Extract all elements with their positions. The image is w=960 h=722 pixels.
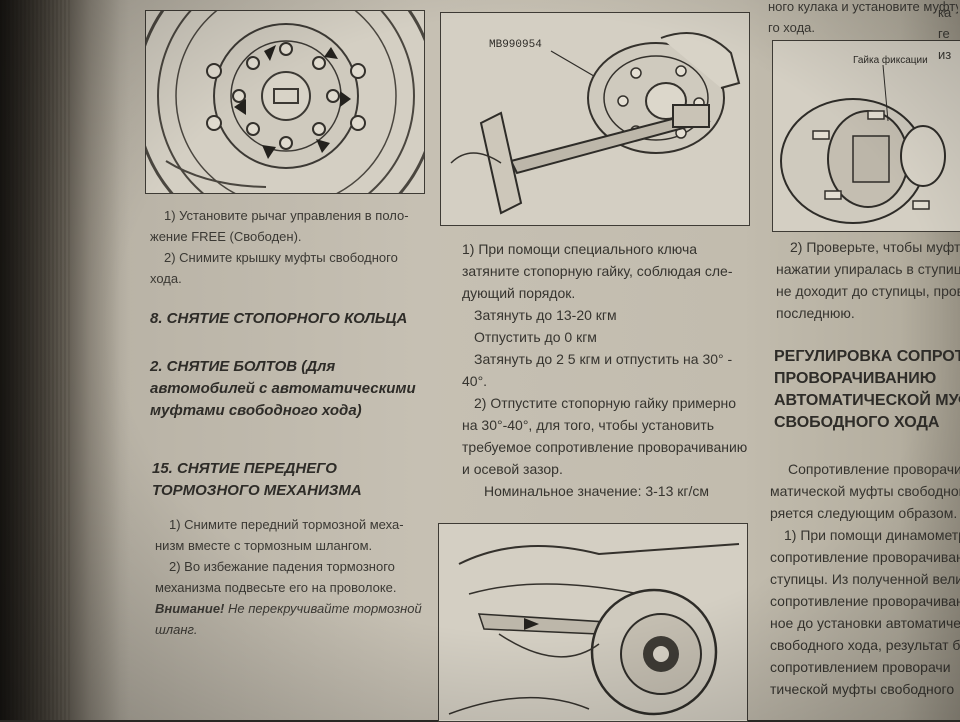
torque-line: Затянуть до 2 5 кгм и отпустить на 30° -	[474, 351, 733, 367]
heading-line: ТОРМОЗНОГО МЕХАНИЗМА	[152, 482, 362, 499]
para-line: Сопротивление проворачивани	[788, 461, 960, 477]
torque-line: 40°.	[462, 373, 488, 389]
warning-label: Внимание!	[155, 601, 225, 616]
para-line: требуемое сопротивление проворачиванию	[462, 439, 748, 455]
step-line: хода.	[150, 271, 182, 286]
step-line: 2) Во избежание падения тормозного	[169, 559, 395, 574]
torque-line: Отпустить до 0 кгм	[474, 329, 597, 345]
heading-line: ПРОВОРАЧИВАНИЮ	[774, 370, 937, 387]
para-line: на 30°-40°, для того, чтобы установить	[462, 417, 715, 433]
heading-line: СВОБОДНОГО ХОДА	[774, 414, 940, 431]
para-line: и осевой зазор.	[462, 461, 563, 477]
warning-line: Внимание! Не перекручивайте тормозной	[155, 598, 435, 619]
steps-remove-brake: 1) Снимите передний тормозной меха- низм…	[155, 514, 435, 640]
torque-line: Затянуть до 13-20 кгм	[474, 307, 617, 323]
para-line: ное до установки автоматичес	[770, 615, 960, 631]
para-line: ступицы. Из полученной величи	[770, 571, 960, 587]
para-resistance-procedure: Сопротивление проворачивани матической м…	[770, 458, 960, 700]
right-top-fragment: ного кулака и установите муфту го хода.	[768, 0, 958, 38]
para-tighten-locknut: 1) При помощи специального ключа затянит…	[462, 238, 762, 502]
heading-line: 15. СНЯТИЕ ПЕРЕДНЕГО	[152, 460, 337, 477]
para-line: дующий порядок.	[462, 285, 576, 301]
para-line: тической муфты свободного	[770, 681, 955, 697]
para-line: последнюю.	[776, 305, 855, 321]
step-line: низм вместе с тормозным шлангом.	[155, 538, 373, 553]
heading-line: муфтами свободного хода)	[150, 402, 362, 419]
heading-remove-bolts: 2. СНЯТИЕ БОЛТОВ (Для автомобилей с авто…	[150, 356, 440, 422]
heading-remove-front-brake: 15. СНЯТИЕ ПЕРЕДНЕГО ТОРМОЗНОГО МЕХАНИЗМ…	[152, 458, 432, 502]
far-right-fragments: ка ге из	[938, 2, 960, 65]
para-line: не доходит до ступицы, прове	[776, 283, 960, 299]
warning-text-cont: шланг.	[155, 622, 198, 637]
para-line: затяните стопорную гайку, соблюдая сле-	[462, 263, 733, 279]
para-line: 2) Отпустите стопорную гайку примерно	[474, 395, 737, 411]
para-line: матической муфты свободного	[770, 483, 960, 499]
figure-brake-assembly	[438, 523, 748, 722]
step-line: 2) Снимите крышку муфты свободного	[164, 250, 398, 265]
para-check-lock: 2) Проверьте, чтобы муфта при нажатии уп…	[776, 236, 960, 324]
heading-line: автомобилей с автоматическими	[150, 380, 416, 397]
fragment: ге	[938, 26, 950, 41]
para-line: сопротивление проворачиванию	[770, 549, 960, 565]
nominal-value: Номинальное значение: 3-13 кг/см	[484, 483, 709, 499]
heading-line: РЕГУЛИРОВКА СОПРОТИВЛЕ	[774, 348, 960, 365]
para-line: 1) При помощи динамометра	[784, 527, 960, 543]
fragment: из	[938, 47, 952, 62]
steps-remove-cover: 1) Установите рычаг управления в поло- ж…	[150, 205, 430, 289]
heading-line: АВТОМАТИЧЕСКОЙ МУФТЫ	[774, 392, 960, 409]
warning-text: Не перекручивайте тормозной	[228, 601, 422, 616]
para-line: нажатии упиралась в ступицу. Если	[776, 261, 960, 277]
figure-hub-lock: Гайка фиксации	[772, 40, 960, 232]
heading-line: 2. СНЯТИЕ БОЛТОВ (Для	[150, 358, 336, 375]
fragment: ка	[938, 5, 952, 20]
heading-remove-snap-ring: 8. СНЯТИЕ СТОПОРНОГО КОЛЬЦА	[150, 310, 408, 327]
book-spine-shadow	[0, 0, 130, 720]
fragment-line: ного кулака и установите муфту	[768, 0, 958, 14]
fragment-line: го хода.	[768, 20, 816, 35]
step-line: 1) Установите рычаг управления в поло-	[164, 208, 409, 223]
para-line: ряется следующим образом.	[770, 505, 958, 521]
figure-tool-label: MB990954	[489, 39, 542, 51]
para-line: 1) При помощи специального ключа	[462, 241, 698, 257]
figure-wheel-hub	[145, 10, 425, 194]
step-line: механизма подвесьте его на проволоке.	[155, 580, 397, 595]
para-line: 2) Проверьте, чтобы муфта при	[790, 239, 960, 255]
step-line: жение FREE (Свободен).	[150, 229, 302, 244]
figure-special-wrench: MB990954	[440, 12, 750, 226]
step-line: 1) Снимите передний тормозной меха-	[169, 517, 404, 532]
heading-adjust-resistance: РЕГУЛИРОВКА СОПРОТИВЛЕ ПРОВОРАЧИВАНИЮ АВ…	[774, 346, 960, 434]
para-line: сопротивлением проворачи	[770, 659, 951, 675]
para-line: свободного хода, результат буде	[770, 637, 960, 653]
figure-hub-label: Гайка фиксации	[853, 54, 928, 66]
para-line: сопротивление проворачиванию,	[770, 593, 960, 609]
